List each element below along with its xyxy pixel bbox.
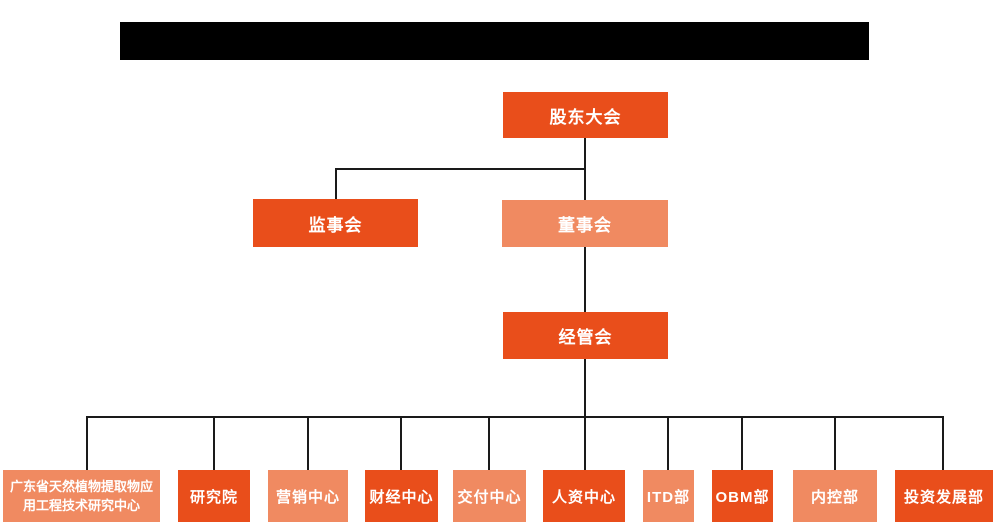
connector-management-to-departments bbox=[584, 359, 586, 418]
connector-drop-dept-3 bbox=[307, 416, 309, 470]
connector-board-to-management bbox=[584, 247, 586, 312]
node-dept-obm: OBM部 bbox=[712, 470, 773, 522]
connector-drop-dept-10 bbox=[942, 416, 944, 470]
node-dept-investment-development: 投资发展部 bbox=[895, 470, 993, 522]
node-dept-research-center: 广东省天然植物提取物应用工程技术研究中心 bbox=[3, 470, 160, 522]
node-shareholders-meeting: 股东大会 bbox=[503, 92, 668, 138]
connector-drop-dept-8 bbox=[741, 416, 743, 470]
node-management-committee: 经管会 bbox=[503, 312, 668, 359]
node-dept-delivery-center: 交付中心 bbox=[453, 470, 526, 522]
connector-drop-dept-2 bbox=[213, 416, 215, 470]
connector-drop-dept-4 bbox=[400, 416, 402, 470]
redacted-title-bar bbox=[120, 22, 869, 60]
node-dept-research-institute: 研究院 bbox=[178, 470, 250, 522]
connector-drop-supervisory bbox=[335, 168, 337, 200]
node-board-of-directors: 董事会 bbox=[502, 200, 668, 247]
connector-drop-dept-1 bbox=[86, 416, 88, 470]
connector-branch-supervisory bbox=[335, 168, 586, 170]
node-dept-marketing-center: 营销中心 bbox=[268, 470, 348, 522]
node-supervisory-board: 监事会 bbox=[253, 199, 418, 247]
connector-drop-dept-6 bbox=[584, 416, 586, 470]
connector-drop-dept-9 bbox=[834, 416, 836, 470]
connector-drop-dept-5 bbox=[488, 416, 490, 470]
connector-drop-dept-7 bbox=[667, 416, 669, 470]
node-dept-hr-center: 人资中心 bbox=[543, 470, 625, 522]
connector-departments-bus bbox=[86, 416, 944, 418]
node-dept-itd: ITD部 bbox=[643, 470, 694, 522]
node-dept-finance-center: 财经中心 bbox=[365, 470, 438, 522]
node-dept-internal-control: 内控部 bbox=[793, 470, 877, 522]
